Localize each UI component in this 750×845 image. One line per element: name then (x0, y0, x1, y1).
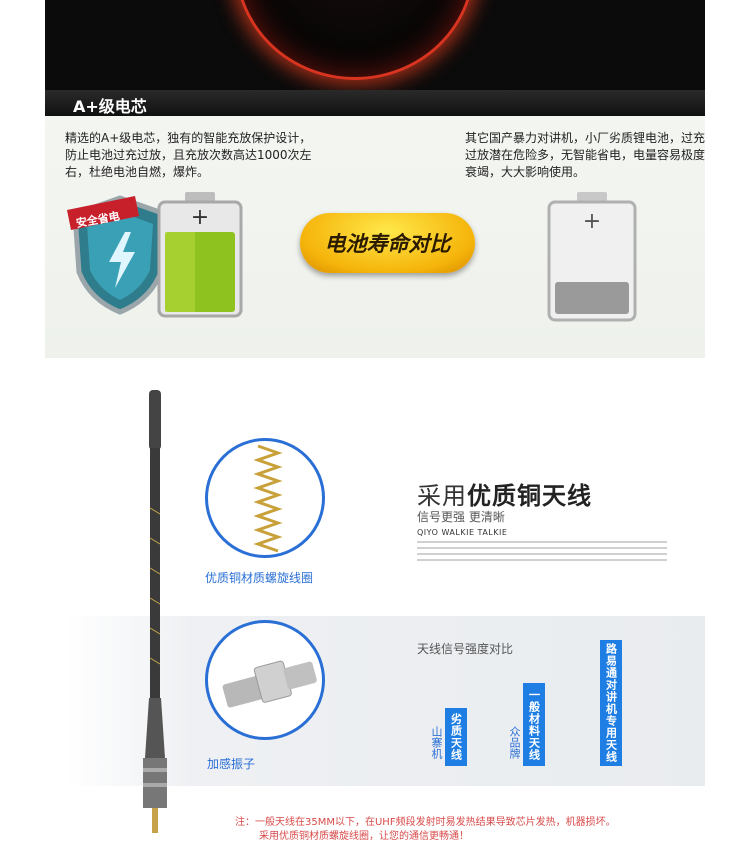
battery-section: A+级电芯 精选的A+级电芯，独有的智能充放保护设计，防止电池过充过放，且充放次… (45, 90, 705, 358)
antenna-subline: 信号更强 更清晰 (417, 510, 505, 524)
antenna-headline: 采用优质铜天线 (417, 476, 592, 511)
oscillator-callout (205, 620, 325, 740)
footnote-line-2: 采用优质铜材质螺旋线圈，让您的通信更畅通！ (259, 831, 469, 842)
chart-bar-1: 劣质天线 (445, 708, 467, 766)
coil-callout (205, 438, 325, 558)
headline-bold: 优质铜天线 (467, 482, 592, 510)
comparison-badge: 电池寿命对比 (300, 213, 475, 273)
chart-bar-3: 路易通对讲机专用天线 (600, 640, 622, 766)
section-title: A+级电芯 (73, 97, 147, 116)
chart-bar-label-1: 山寨机 (430, 726, 443, 759)
svg-text:+: + (583, 209, 601, 234)
bad-battery-description: 其它国产暴力对讲机，小厂劣质锂电池，过充过放潜在危险多，无智能省电，电量容易极度… (465, 131, 706, 179)
full-battery-icon: + (157, 192, 243, 318)
antenna-image (143, 390, 167, 833)
chart-background (65, 616, 705, 786)
footnote-line-1: 注：一般天线在35MM以下，在UHF频段发射时易发热结果导致芯片发热，机器损坏。 (235, 817, 616, 828)
headline-plain: 采用 (417, 482, 467, 510)
chart-title: 天线信号强度对比 (417, 642, 514, 656)
top-banner (0, 0, 750, 90)
chart-bar-label-2: 众品牌 (508, 726, 521, 759)
brand-line: QIYO WALKIE TALKIE (417, 528, 508, 537)
safety-shield-icon: 安全省电 (67, 195, 168, 315)
footnote: 注：一般天线在35MM以下，在UHF频段发射时易发热结果导致芯片发热，机器损坏。… (235, 816, 616, 844)
good-battery-description: 精选的A+级电芯，独有的智能充放保护设计，防止电池过充过放，且充放次数高达100… (65, 131, 312, 179)
chart-bar-2: 一般材料天线 (523, 683, 545, 766)
oscillator-caption: 加感振子 (207, 757, 256, 771)
section-header: A+级电芯 (45, 90, 705, 116)
coil-caption: 优质铜材质螺旋线圈 (205, 571, 314, 585)
connector-icon (222, 660, 317, 708)
comparison-badge-text: 电池寿命对比 (324, 232, 451, 256)
red-glow-ring (235, 0, 475, 80)
copper-coil-icon (253, 444, 283, 553)
fine-print-placeholder (417, 541, 667, 579)
antenna-section: 优质铜材质螺旋线圈 加感振子 采用优质铜天线 信号更强 更清晰 QIYO WAL… (45, 358, 705, 845)
weak-battery-icon: + (547, 192, 637, 322)
dark-banner (45, 0, 705, 90)
svg-text:+: + (191, 205, 209, 230)
